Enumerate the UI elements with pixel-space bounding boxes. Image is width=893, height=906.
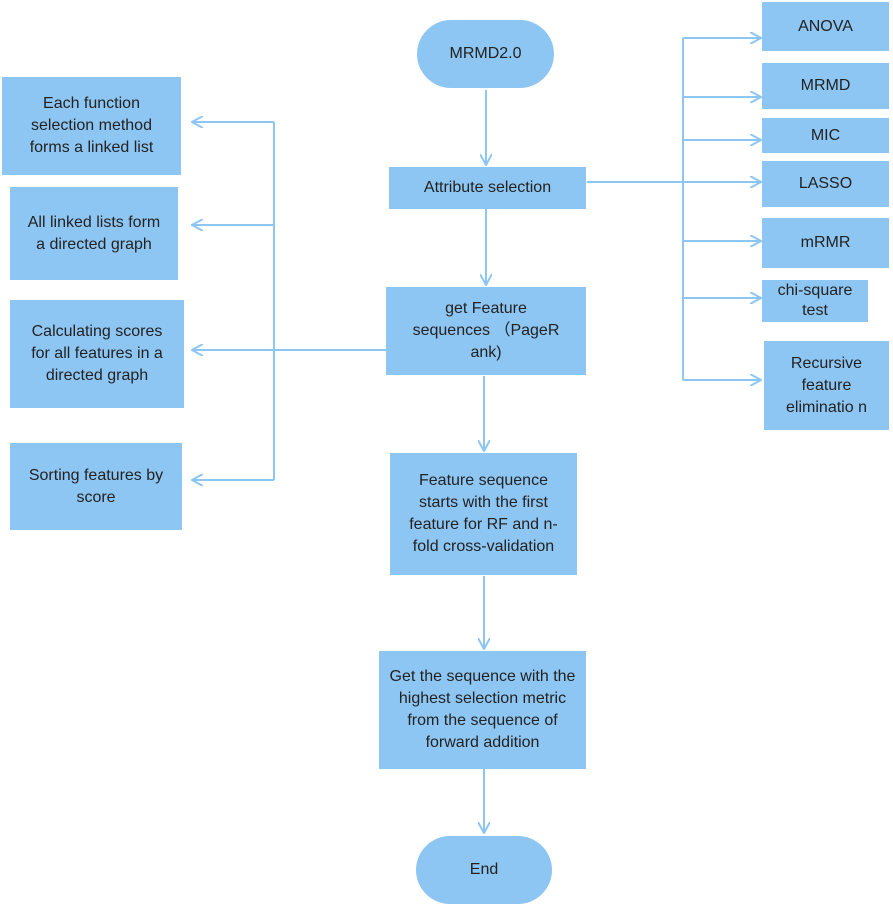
linked-list-box: Each function selection method forms a l… [2,77,181,175]
recursive-feature-elimination-box: Recursive feature eliminatio n [764,341,889,430]
directed-graph-box: All linked lists form a directed graph [10,187,178,280]
mrmd-box: MRMD [762,63,889,109]
mrmr-box: mRMR [762,218,889,268]
chi-square-box: chi-square test [762,280,868,322]
sorting-features-box: Sorting features by score [10,443,182,530]
lasso-box: LASSO [762,161,889,207]
mic-box: MIC [762,118,889,153]
get-feature-sequences-box: get Feature sequences （PageR ank) [386,287,586,375]
get-sequence-box: Get the sequence with the highest select… [379,651,586,769]
feature-sequence-box: Feature sequence starts with the first f… [390,453,577,575]
calculating-scores-box: Calculating scores for all features in a… [10,300,184,408]
start-node: MRMD2.0 [417,20,554,88]
attribute-selection-box: Attribute selection [389,167,586,209]
anova-box: ANOVA [762,2,889,51]
end-node: End [416,836,552,904]
